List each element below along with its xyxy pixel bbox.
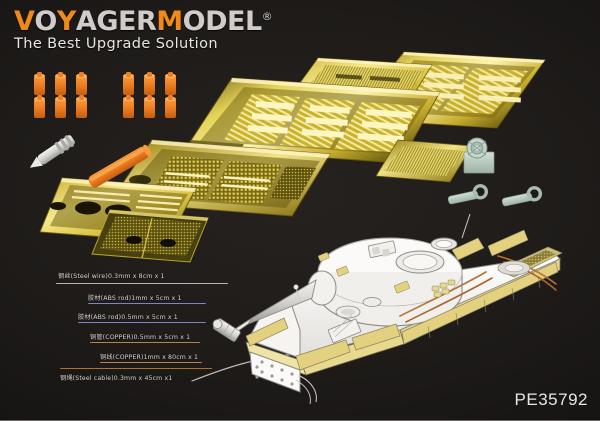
pe-mesh-plate (91, 209, 209, 263)
material-label: 胶材(ABS rod)1mm x 5cm x 1 (88, 295, 182, 302)
abs-cylinder (55, 72, 66, 95)
logo-letter: V (14, 6, 35, 37)
logo-letter: E (118, 6, 136, 37)
material-label: 铜管(COPPER)0.5mm x 5cm x 1 (90, 334, 191, 341)
abs-cylinder (34, 72, 45, 95)
material-row: 胶材(ABS rod)0.5mm x 5cm x 1 (52, 309, 282, 325)
tow-clevis-part (501, 186, 543, 207)
material-sample-steel-cable (60, 368, 212, 370)
spare-track-links (431, 279, 456, 298)
material-row: 胶材(ABS rod)1mm x 5cm x 1 (52, 290, 282, 306)
material-row: 钢丝(Steel wire)0.3mm x 8cm x 1 (52, 268, 282, 285)
pe-fret-sheet (375, 139, 473, 183)
abs-cylinder (123, 72, 134, 95)
logo-letter: A (75, 6, 97, 37)
logo-letter: Y (56, 6, 77, 37)
abs-cylinder (76, 72, 87, 95)
logo-letter: M (156, 6, 183, 37)
tank-illustration (212, 213, 563, 405)
material-spec-list: 钢丝(Steel wire)0.3mm x 8cm x 1 胶材(ABS rod… (52, 268, 282, 386)
material-label: 钢丝(Steel wire)0.3mm x 8cm x 1 (58, 273, 165, 280)
abs-cylinder (123, 95, 134, 118)
abs-cylinder (76, 95, 87, 118)
logo-letter: R (135, 6, 157, 37)
tow-clevis-part (447, 184, 489, 205)
abs-cylinder (165, 72, 176, 95)
abs-cylinder (144, 95, 155, 118)
muzzle-brake (212, 318, 241, 342)
resin-parts-group (447, 137, 543, 207)
material-row: 钢绳(Steel cable)0.3mm x 45cm x1 (52, 368, 282, 386)
brand-logo: VOYAGERMODEL® The Best Upgrade Solution (14, 6, 273, 52)
abs-rod-part (88, 144, 152, 188)
material-row: 铜管(COPPER)0.5mm x 5cm x 1 (52, 329, 282, 345)
material-sample-steel-wire (56, 283, 228, 285)
hull-bolt-row (255, 360, 294, 386)
brand-tagline: The Best Upgrade Solution (14, 36, 218, 52)
abs-cylinder (55, 95, 66, 118)
photoetch-fret-group (39, 51, 546, 263)
logo-wordmark: VOYAGERMODEL® (14, 6, 273, 37)
material-label: 胶材(ABS rod)0.5mm x 5cm x 1 (78, 314, 178, 321)
logo-letter: D (205, 6, 227, 37)
material-label: 铜线(COPPER)1mm x 80cm x 1 (100, 354, 199, 361)
abs-cylinder (165, 95, 176, 118)
logo-letter: G (96, 6, 118, 37)
material-sample-copper-05mm (90, 342, 200, 344)
abs-cylinder (34, 95, 45, 118)
logo-letter: E (227, 6, 245, 37)
registered-trademark-icon: ® (261, 10, 273, 23)
material-sample-abs-rod-05mm (78, 322, 206, 324)
logo-letter: L (244, 6, 262, 37)
material-row: 铜线(COPPER)1mm x 80cm x 1 (52, 349, 282, 365)
abs-cylinder (144, 72, 155, 95)
logo-letter: O (182, 6, 206, 37)
metal-barrel-part (29, 134, 75, 168)
turret-hatch-part (463, 137, 495, 174)
material-sample-copper-1mm (100, 362, 202, 364)
abs-cylinder-group (34, 72, 176, 118)
part-number: PE35792 (514, 390, 588, 409)
material-label: 钢绳(Steel cable)0.3mm x 45cm x1 (60, 375, 173, 382)
material-sample-abs-rod-1mm (88, 303, 206, 305)
logo-letter: O (34, 6, 57, 37)
